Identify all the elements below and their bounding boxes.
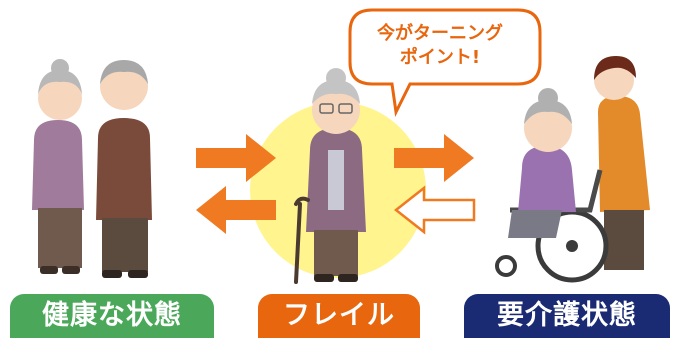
healthy-couple-illustration bbox=[32, 59, 152, 278]
label-frail: フレイル bbox=[258, 294, 420, 338]
speech-bubble-line1: 今がターニング bbox=[377, 23, 503, 44]
care-illustration bbox=[495, 56, 650, 283]
label-care: 要介護状態 bbox=[464, 294, 670, 338]
arrow-frail-to-healthy bbox=[196, 186, 276, 234]
arrow-care-to-frail-outline bbox=[393, 185, 476, 235]
speech-bubble-text: 今がターニング ポイント! bbox=[352, 22, 528, 70]
arrow-frail-to-care bbox=[394, 134, 474, 182]
speech-bubble-line2: ポイント! bbox=[399, 47, 481, 68]
speech-bubble bbox=[348, 8, 542, 117]
arrow-healthy-to-frail bbox=[196, 134, 276, 182]
frail-person-illustration bbox=[294, 68, 366, 284]
label-healthy: 健康な状態 bbox=[10, 294, 214, 338]
